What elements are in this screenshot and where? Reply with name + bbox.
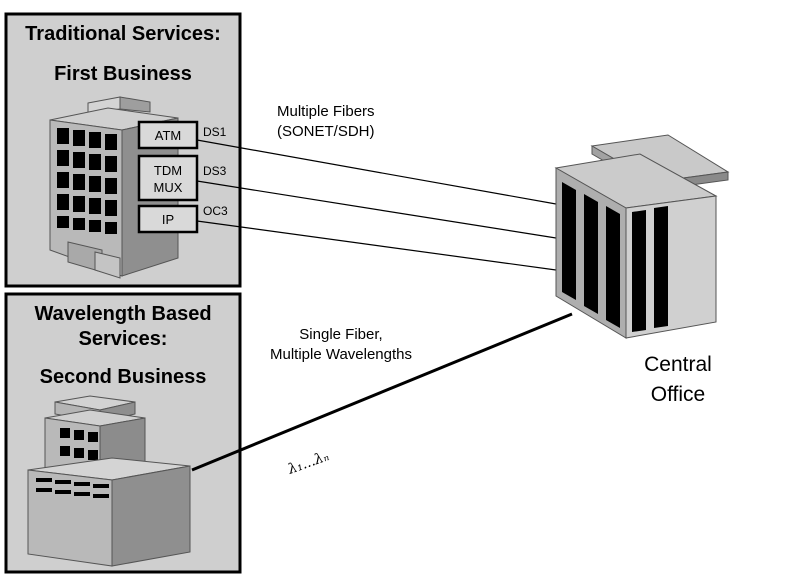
- central-office-building-icon: [554, 134, 730, 339]
- single-fiber-label-line1: Single Fiber,: [299, 326, 382, 343]
- central-office-label-line2: Office: [651, 383, 705, 406]
- central-office-label-line1: Central: [644, 353, 712, 376]
- oc3-fiber-line: [196, 220, 557, 271]
- tdm-port-label-line1: TDM: [154, 163, 182, 178]
- ds1-fiber-line: [196, 139, 557, 205]
- atm-port-label: ATM: [155, 128, 181, 143]
- multiple-fibers-label-line2: (SONET/SDH): [277, 123, 375, 140]
- traditional-title-line2: First Business: [54, 63, 192, 85]
- atm-port-box: [137, 120, 199, 150]
- wavelength-title-line1: Wavelength Based: [34, 303, 211, 325]
- tdm-port-label-line2: MUX: [154, 180, 183, 195]
- ds3-fiber-line: [196, 180, 557, 239]
- wavelength-title-line2: Services:: [79, 328, 168, 350]
- traditional-title-line1: Traditional Services:: [25, 23, 221, 45]
- second-business-building-icon: [27, 395, 191, 567]
- tdm-mux-port-box: [137, 154, 199, 202]
- multiple-fibers-label-line1: Multiple Fibers: [277, 103, 375, 120]
- wavelength-notation: λ₁...λₙ: [285, 448, 332, 478]
- ds1-rate-label: DS1: [203, 125, 227, 139]
- oc3-rate-label: OC3: [203, 204, 228, 218]
- ip-port-label: IP: [162, 212, 174, 227]
- first-business-building-icon: [49, 96, 179, 279]
- wavelength-title-line3: Second Business: [40, 366, 207, 388]
- ds3-rate-label: DS3: [203, 164, 227, 178]
- ip-port-box: [137, 204, 199, 234]
- single-fiber-line: [191, 312, 573, 472]
- single-fiber-label-line2: Multiple Wavelengths: [270, 346, 412, 363]
